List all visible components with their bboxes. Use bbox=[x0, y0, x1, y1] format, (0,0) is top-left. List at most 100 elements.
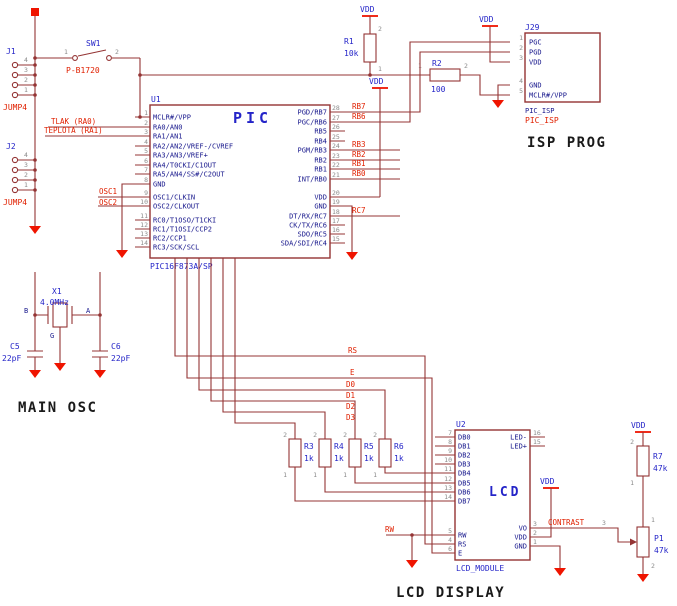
pin-label: RC3/SCK/SCL bbox=[153, 244, 199, 252]
resistor-r7: VDD R7 47k 2 1 bbox=[630, 421, 668, 527]
connector-j29: J29 1 2 3 4 5 PGC PGD VDD GND MCLR#/VPP … bbox=[519, 23, 601, 125]
pin-number: 28 bbox=[332, 104, 340, 112]
j2-pad bbox=[11, 186, 19, 194]
ground-symbol bbox=[637, 574, 649, 582]
potentiometer-p1: P1 47k 1 2 bbox=[630, 516, 669, 582]
pin-number: 1 bbox=[343, 471, 347, 479]
pin-label: RA0/AN0 bbox=[153, 124, 183, 132]
pin-label: RA2/AN2/VREF-/CVREF bbox=[153, 143, 233, 151]
j1-pad bbox=[11, 71, 19, 79]
pin-number: 2 bbox=[24, 171, 28, 179]
pin-label: RS bbox=[458, 541, 466, 549]
pin-label: VDD bbox=[514, 534, 527, 542]
pin-label: RA1/AN1 bbox=[153, 133, 183, 141]
pin-number: 1 bbox=[64, 48, 68, 56]
net-mclr bbox=[138, 58, 415, 119]
p1-body bbox=[636, 526, 650, 558]
pin-number: 8 bbox=[448, 438, 452, 446]
pin-label: DB0 bbox=[458, 434, 471, 442]
u1-part-number: PIC16F873A/SP bbox=[150, 262, 213, 271]
pin-number: 18 bbox=[332, 208, 340, 216]
pin-label: RB2 bbox=[314, 157, 327, 165]
pin-number: 2 bbox=[464, 62, 468, 70]
c6-value: 22pF bbox=[111, 354, 130, 363]
vdd-label: VDD bbox=[540, 477, 555, 486]
net-label-rs: RS bbox=[348, 346, 358, 355]
pin-label: DB2 bbox=[458, 452, 471, 460]
pin-number: 1 bbox=[313, 471, 317, 479]
net-label-d2: D2 bbox=[346, 402, 355, 411]
ground-symbol bbox=[94, 370, 106, 378]
x1-designator: X1 bbox=[52, 287, 62, 296]
pin-label: OSC1/CLKIN bbox=[153, 194, 195, 202]
pin-label: GND bbox=[314, 203, 327, 211]
pin-number: 2 bbox=[630, 438, 634, 446]
resistor-r5: R5 1k 2 1 bbox=[343, 431, 374, 479]
pin-number: 13 bbox=[444, 484, 452, 492]
pin-number: 4 bbox=[24, 56, 28, 64]
r5-value: 1k bbox=[364, 454, 374, 463]
net-label-e: E bbox=[350, 368, 355, 377]
ground-symbol bbox=[29, 370, 41, 378]
r1-body bbox=[363, 33, 377, 63]
net-label-contrast: CONTRAST bbox=[548, 518, 585, 527]
pin-label: DB4 bbox=[458, 470, 471, 478]
pin-label: DB3 bbox=[458, 461, 471, 469]
ground-symbol bbox=[346, 252, 358, 260]
pin-number: 10 bbox=[140, 198, 148, 206]
net-label-teplota: TEPLOTA (RA1) bbox=[44, 126, 103, 135]
sw1-designator: SW1 bbox=[86, 39, 101, 48]
p1-designator: P1 bbox=[654, 534, 664, 543]
pin-number: 3 bbox=[533, 520, 537, 528]
sw1-contact bbox=[106, 55, 112, 61]
pin-label: RC1/T1OSI/CCP2 bbox=[153, 226, 212, 234]
pin-number: 12 bbox=[140, 221, 148, 229]
net-rw: RW bbox=[385, 525, 435, 568]
j1-pad bbox=[11, 81, 19, 89]
crystal-x1: X1 4.0MHz B A G bbox=[24, 272, 102, 371]
j1-value: JUMP4 bbox=[3, 103, 27, 112]
net-lcd-bus: RS E D0 D1 D2 D3 bbox=[174, 258, 435, 554]
r7-body bbox=[636, 445, 650, 477]
pin-number: 6 bbox=[448, 545, 452, 553]
net-label-osc2: OSC2 bbox=[99, 198, 117, 207]
pin-label: DT/RX/RC7 bbox=[289, 213, 327, 221]
x1-body bbox=[52, 302, 68, 328]
j1-pin-wires bbox=[18, 64, 35, 96]
pin-number: 4 bbox=[519, 77, 523, 85]
u1-side-wires bbox=[45, 88, 381, 252]
pin-label: PGD/RB7 bbox=[297, 109, 327, 117]
r1-designator: R1 bbox=[344, 37, 354, 46]
pin-number: 11 bbox=[444, 465, 452, 473]
connector-j1: J1 JUMP4 4 3 2 1 bbox=[3, 47, 35, 112]
rb-stub-wires bbox=[345, 149, 400, 217]
r1-value: 10k bbox=[344, 49, 359, 58]
pin-label: A bbox=[86, 307, 91, 315]
isp-wires bbox=[345, 26, 510, 123]
u1-device-title: PIC bbox=[233, 109, 272, 127]
pin-label: RB5 bbox=[314, 128, 327, 136]
pin-label: DB5 bbox=[458, 480, 471, 488]
pin-number: 2 bbox=[651, 562, 655, 570]
r5-designator: R5 bbox=[364, 442, 374, 451]
pin-number: 1 bbox=[283, 471, 287, 479]
pin-number: 24 bbox=[332, 142, 340, 150]
pin-number: 2 bbox=[343, 431, 347, 439]
r7-designator: R7 bbox=[653, 452, 663, 461]
isp-nets: VDD bbox=[345, 15, 510, 123]
pin-number: 15 bbox=[533, 438, 541, 446]
pin-label: G bbox=[50, 332, 54, 340]
contrast-wires bbox=[545, 527, 630, 543]
pin-number: 11 bbox=[140, 212, 148, 220]
pin-label: VDD bbox=[529, 59, 542, 67]
pin-number: 2 bbox=[519, 44, 523, 52]
pin-number: 1 bbox=[651, 516, 655, 524]
pin-number: 5 bbox=[144, 147, 148, 155]
pin-label: MCLR#/VPP bbox=[529, 92, 567, 100]
section-title-isp: ISP PROG bbox=[527, 135, 606, 151]
pin-number: 2 bbox=[283, 431, 287, 439]
net-label-rb0: RB0 bbox=[352, 169, 366, 178]
pin-number: 21 bbox=[332, 171, 340, 179]
